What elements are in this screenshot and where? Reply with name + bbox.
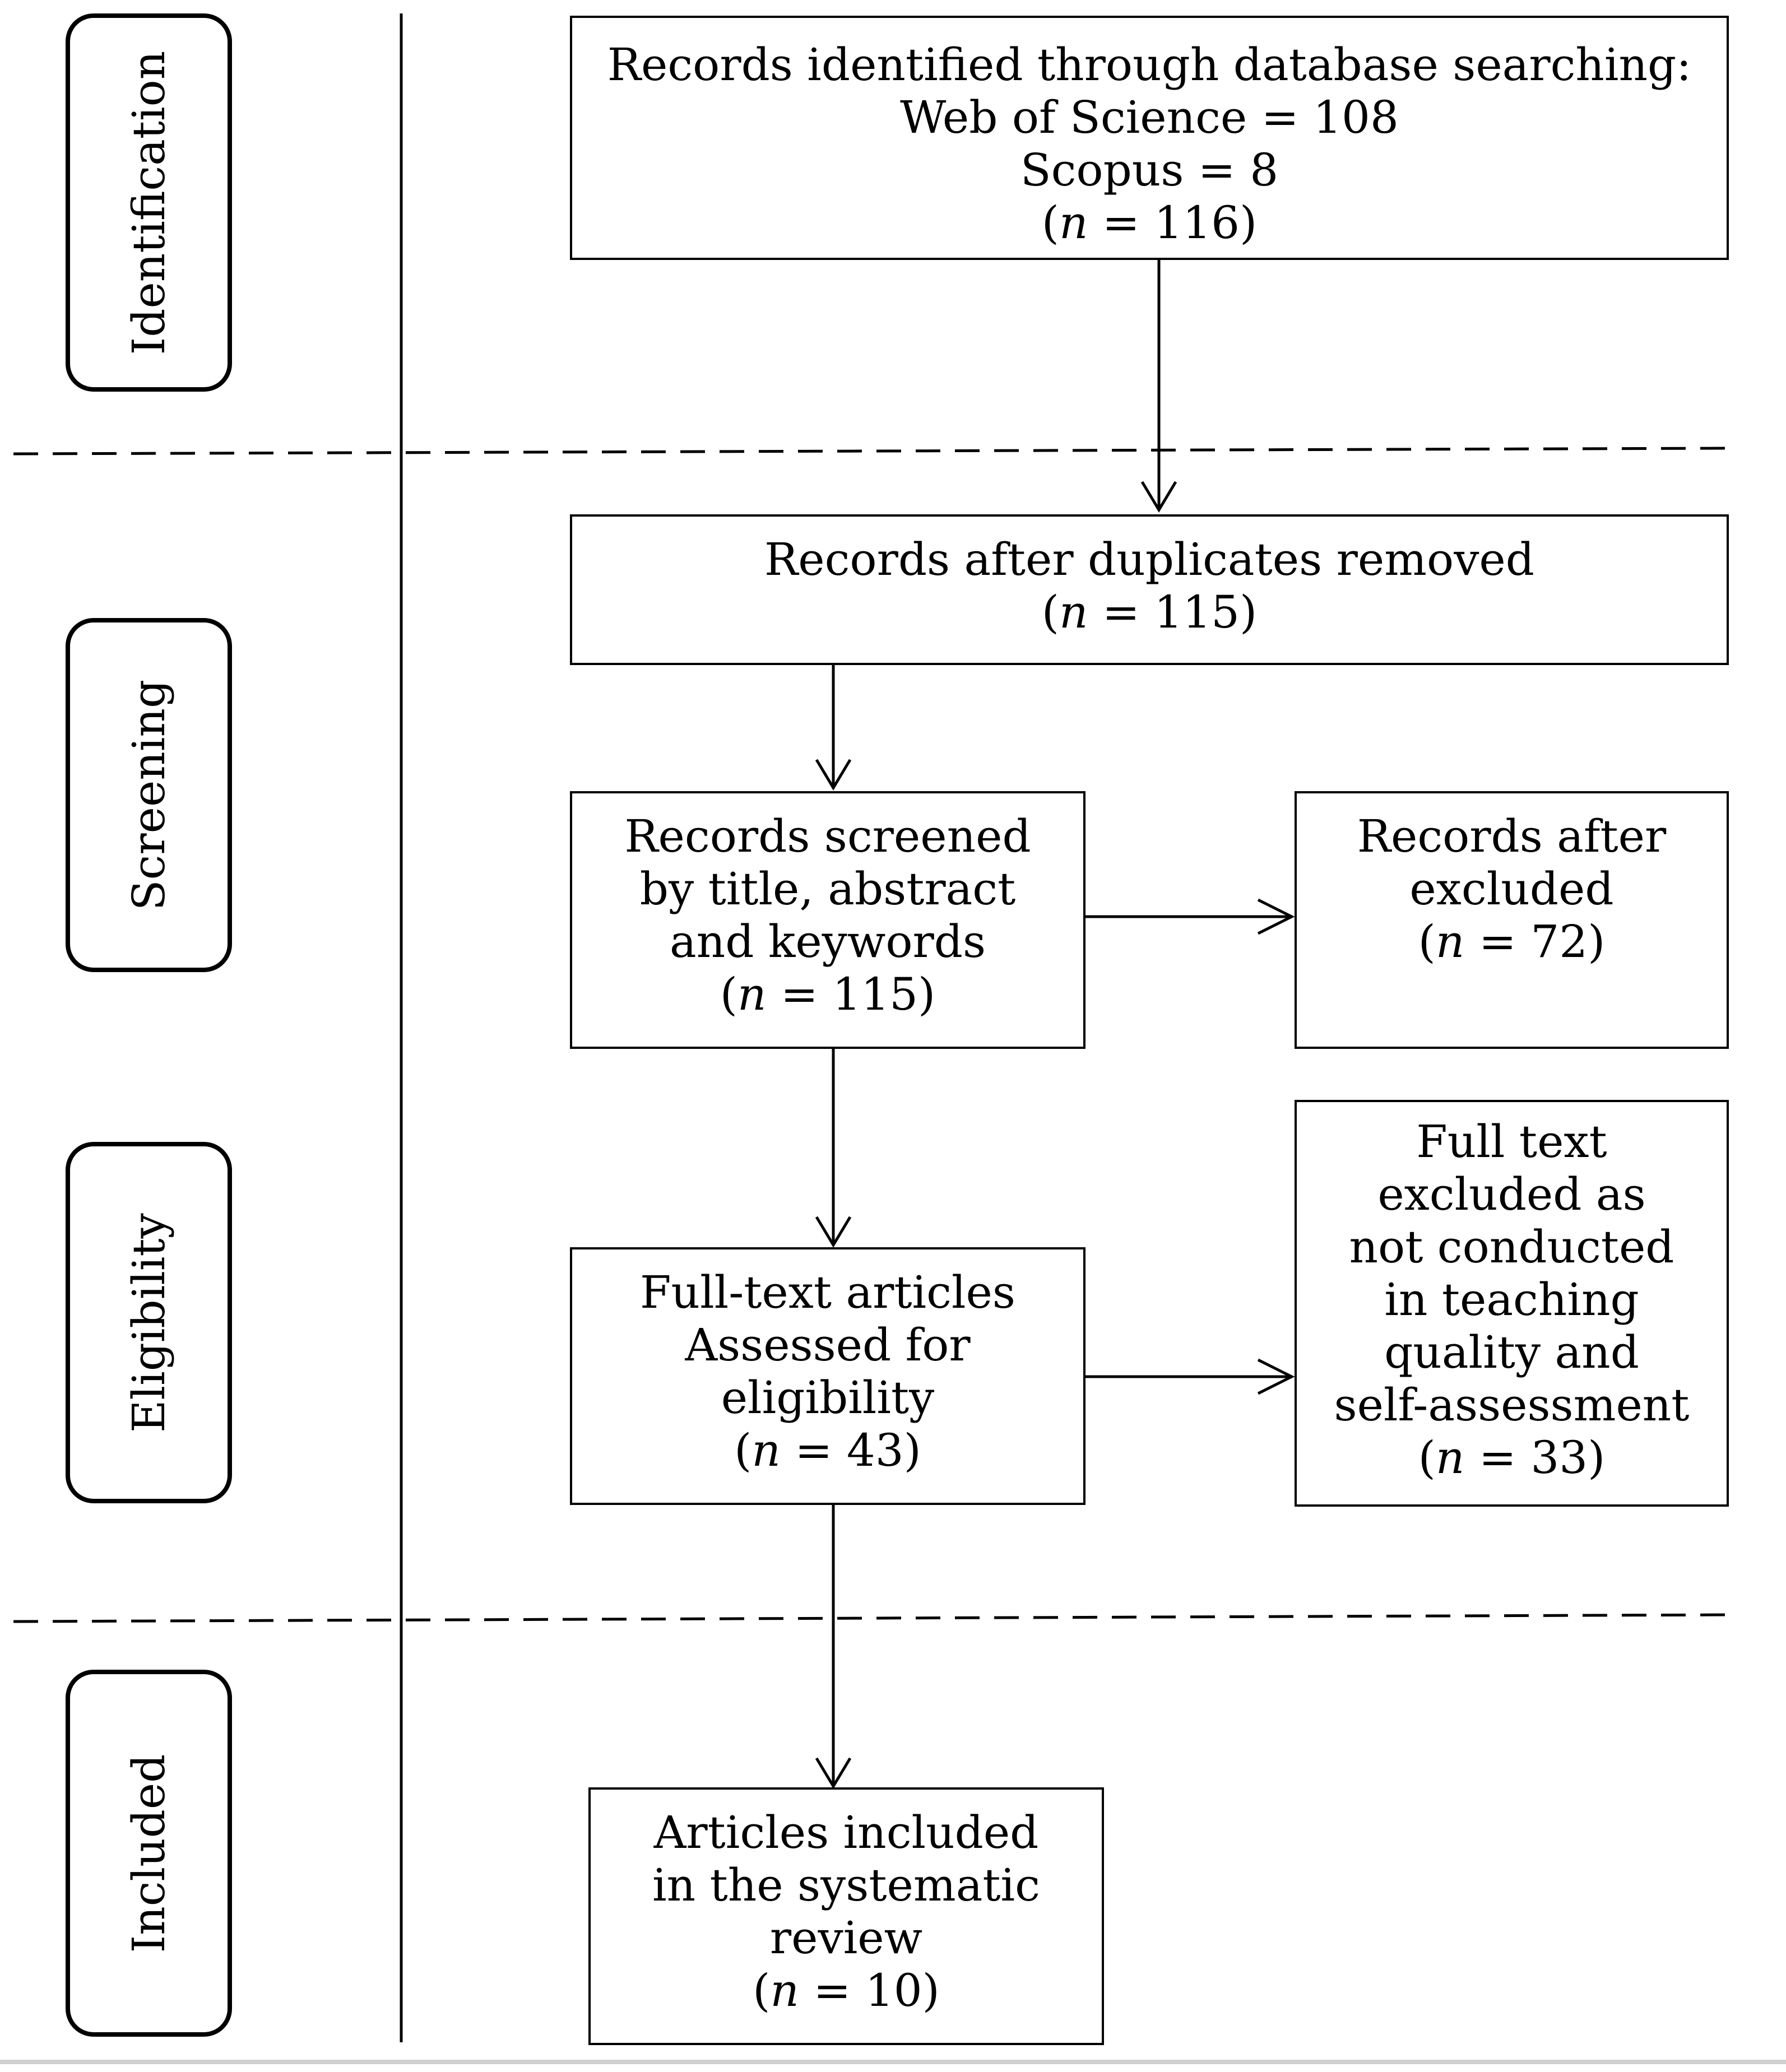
count-value: = 72): [1464, 916, 1606, 968]
arrow-full-text-to-excluded: [1084, 1358, 1295, 1395]
box-articles-included: Articles included in the systematic revi…: [588, 1787, 1104, 2045]
count-open: (: [720, 968, 737, 1020]
box-count: (n = 115): [720, 968, 936, 1021]
count-value: = 116): [1088, 197, 1258, 249]
box-records-excluded: Records after excluded (n = 72): [1295, 791, 1729, 1049]
count-symbol: n: [1059, 197, 1088, 249]
box-line: Full text: [1416, 1116, 1607, 1168]
count-open: (: [1418, 1432, 1436, 1484]
count-open: (: [1041, 197, 1059, 249]
count-symbol: n: [751, 1424, 781, 1476]
box-line: Scopus = 8: [1020, 144, 1279, 196]
stage-eligibility: Eligibility: [66, 1142, 232, 1503]
box-line: Records identified through database sear…: [607, 39, 1692, 91]
box-line: and keywords: [669, 916, 986, 968]
box-full-text-assessed: Full-text articles Assessed for eligibil…: [570, 1247, 1085, 1505]
arrow-full-text-to-included: [815, 1503, 852, 1789]
box-count: (n = 33): [1418, 1432, 1606, 1484]
box-records-screened: Records screened by title, abstract and …: [570, 791, 1085, 1049]
count-open: (: [753, 1964, 771, 2017]
box-line: quality and: [1384, 1326, 1639, 1378]
arrow-duplicates-to-screened: [815, 664, 852, 791]
box-count: (n = 43): [734, 1424, 921, 1477]
box-line: excluded as: [1377, 1168, 1646, 1220]
stage-screening: Screening: [66, 618, 232, 972]
arrow-screened-to-full-text: [815, 1048, 852, 1248]
arrow-screened-to-excluded: [1084, 898, 1295, 935]
box-line: excluded: [1409, 863, 1614, 915]
box-line: not conducted: [1349, 1221, 1674, 1273]
box-line: Records after: [1357, 810, 1667, 862]
arrow-identified-to-duplicates: [1140, 259, 1177, 513]
box-line: Assessed for: [685, 1319, 971, 1371]
box-line: Records screened: [624, 810, 1031, 862]
box-line: eligibility: [721, 1372, 935, 1424]
box-line: in teaching: [1384, 1274, 1639, 1326]
box-count: (n = 116): [1042, 197, 1258, 249]
box-full-text-excluded: Full text excluded as not conducted in t…: [1295, 1100, 1729, 1507]
box-records-identified: Records identified through database sear…: [570, 16, 1729, 260]
count-value: = 115): [1088, 586, 1258, 638]
stage-included: Included: [66, 1670, 232, 2037]
count-symbol: n: [1059, 586, 1088, 638]
count-value: = 10): [799, 1964, 940, 2017]
box-line: by title, abstract: [639, 863, 1016, 915]
box-line: review: [769, 1912, 923, 1964]
stage-divider-eligibility-included: [13, 1613, 1732, 1623]
count-symbol: n: [770, 1964, 799, 2017]
count-open: (: [1418, 916, 1436, 968]
count-value: = 43): [780, 1424, 921, 1476]
box-line: Web of Science = 108: [900, 91, 1399, 143]
count-symbol: n: [737, 968, 767, 1020]
stage-divider-identification-screening: [13, 447, 1732, 456]
count-symbol: n: [1435, 916, 1465, 968]
count-value: = 115): [766, 968, 936, 1020]
box-line: Articles included: [653, 1806, 1039, 1859]
count-open: (: [1041, 586, 1059, 638]
box-count: (n = 115): [1042, 586, 1258, 639]
count-open: (: [734, 1424, 752, 1476]
stage-identification: Identification: [66, 13, 232, 392]
count-value: = 33): [1464, 1432, 1606, 1484]
box-line: Records after duplicates removed: [764, 533, 1534, 586]
box-count: (n = 72): [1418, 916, 1606, 968]
box-line: in the systematic: [652, 1859, 1040, 1911]
count-symbol: n: [1435, 1432, 1465, 1484]
box-line: Full-text articles: [640, 1266, 1015, 1318]
box-duplicates-removed: Records after duplicates removed (n = 11…: [570, 514, 1729, 665]
box-count: (n = 10): [753, 1964, 940, 2017]
box-line: self-assessment: [1334, 1379, 1690, 1431]
